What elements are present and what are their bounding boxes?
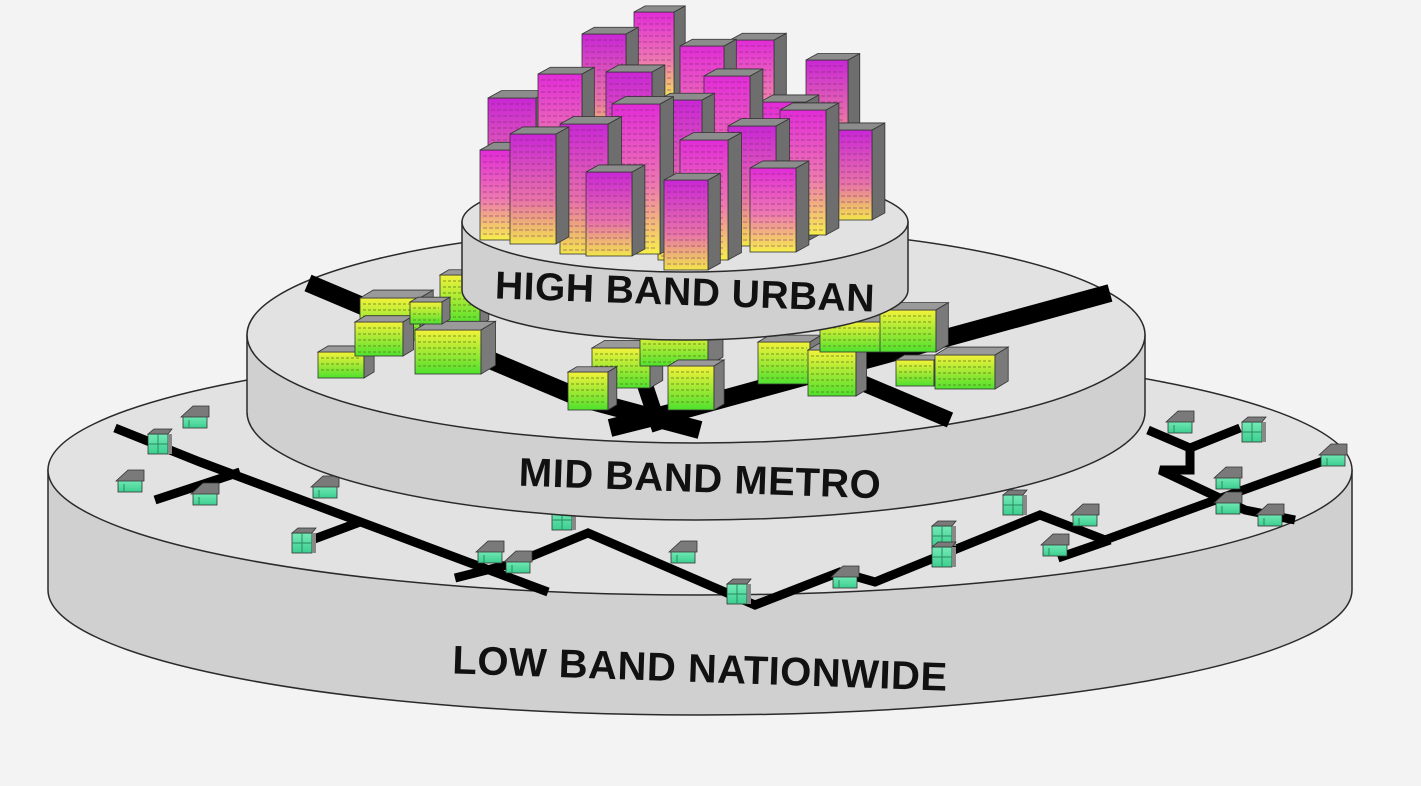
- house-icon: [114, 469, 145, 493]
- house-icon: [930, 541, 957, 568]
- house-icon: [189, 482, 220, 506]
- metro-building-icon: [666, 359, 726, 411]
- urban-tower-icon: [663, 172, 721, 271]
- house-icon: [667, 540, 698, 564]
- metro-building-icon: [353, 314, 416, 357]
- house-icon: [179, 405, 210, 429]
- house-icon: [1001, 489, 1028, 516]
- house-icon: [829, 565, 860, 589]
- metro-building-icon: [413, 320, 497, 375]
- house-icons: [114, 405, 1348, 605]
- house-icon: [146, 428, 173, 455]
- house-icon: [1212, 466, 1243, 490]
- house-icon: [930, 520, 957, 547]
- house-icon: [290, 527, 317, 554]
- house-icon: [1164, 410, 1195, 434]
- house-icon: [1240, 416, 1267, 443]
- house-icon: [1069, 503, 1100, 527]
- house-icon: [1317, 443, 1348, 467]
- urban-tower-icon: [585, 164, 646, 257]
- house-icon: [309, 475, 340, 499]
- metro-building-icon: [408, 296, 452, 325]
- metro-building-icon: [566, 366, 619, 411]
- house-icon: [725, 578, 752, 605]
- urban-tower-icons: [479, 5, 886, 271]
- urban-tower-icon: [749, 160, 810, 253]
- house-icon: [1254, 503, 1285, 527]
- house-icon: [502, 550, 533, 574]
- metro-building-icon: [933, 346, 1010, 390]
- urban-tower-icon: [509, 126, 570, 245]
- house-icon: [474, 540, 505, 564]
- house-icon: [1212, 491, 1243, 515]
- house-icon: [1039, 533, 1070, 557]
